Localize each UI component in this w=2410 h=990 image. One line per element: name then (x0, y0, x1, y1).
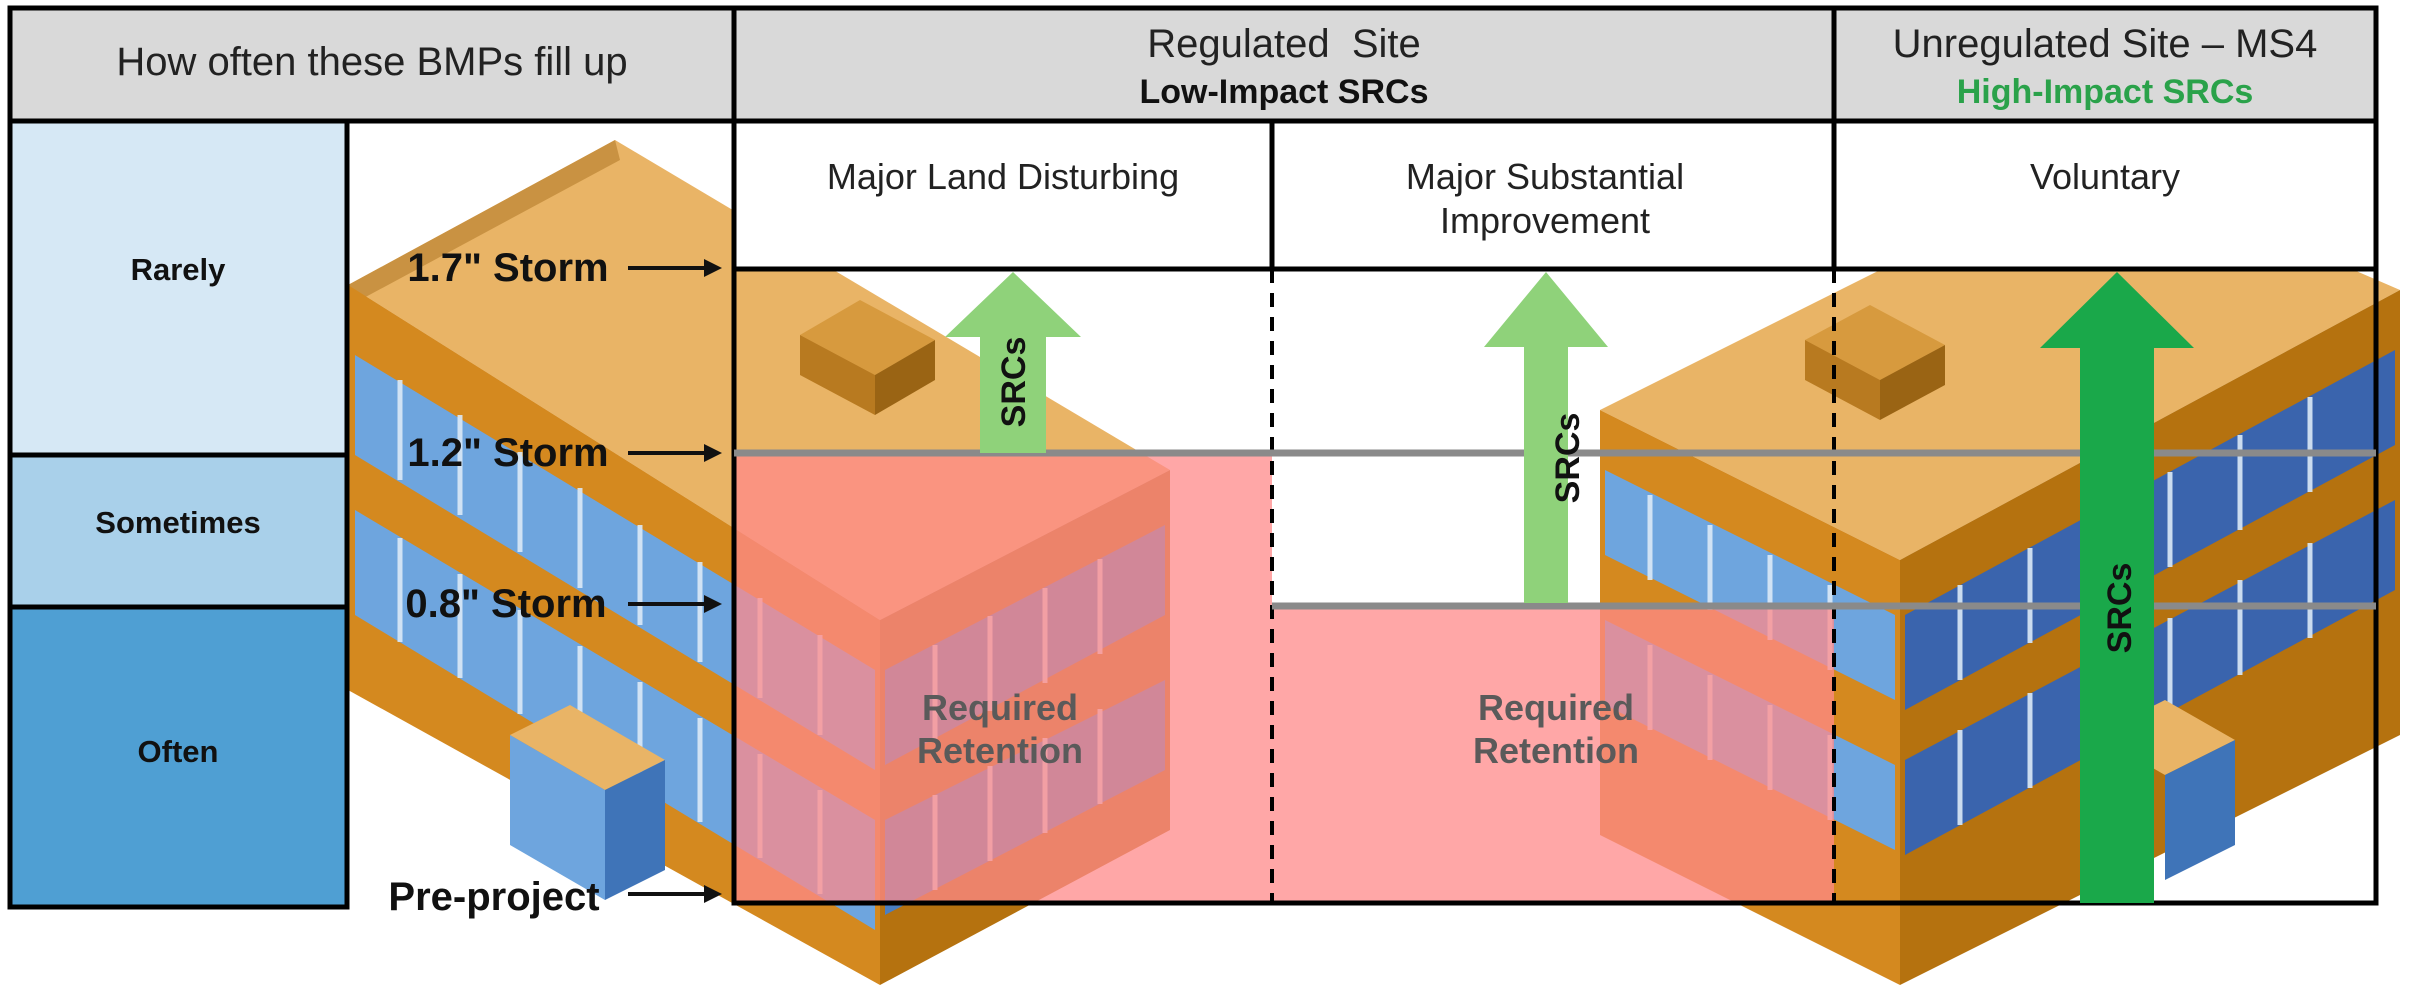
storm-label-pre-project: Pre-project (388, 875, 722, 919)
header-unregulated-title: Unregulated Site – MS4 (1893, 22, 2318, 66)
frequency-sometimes-label: Sometimes (95, 505, 260, 540)
svg-text:Pre-project: Pre-project (388, 875, 599, 919)
srcs-arrow-3-label: SRCs (2101, 563, 2139, 654)
header-unregulated-subtitle: High-Impact SRCs (1957, 73, 2254, 111)
srcs-arrow-1-label: SRCs (995, 337, 1033, 428)
frequency-often-label: Often (138, 734, 219, 769)
header-unregulated-cell (1831, 5, 2379, 124)
header-regulated-subtitle: Low-Impact SRCs (1139, 73, 1428, 111)
frequency-rarely-label: Rarely (131, 252, 227, 287)
svg-text:0.8" Storm: 0.8" Storm (405, 582, 606, 626)
srcs-arrow-3 (2040, 272, 2194, 903)
svg-text:1.2" Storm: 1.2" Storm (407, 431, 608, 475)
header-regulated-title: Regulated Site (1147, 22, 1421, 66)
header-regulated-cell (731, 5, 1837, 124)
srcs-arrow-2 (1484, 272, 1608, 603)
column-label-voluntary: Voluntary (2030, 156, 2180, 197)
required-retention-1-line1: Required (922, 687, 1078, 728)
column-header-major-substantial-improvement (1269, 118, 1837, 272)
header-left-title: How often these BMPs fill up (116, 40, 627, 84)
storm-label-0-8: 0.8" Storm (405, 582, 722, 626)
frequency-rarely-cell (7, 118, 350, 458)
srcs-arrow-1 (945, 272, 1081, 453)
required-retention-area-1 (734, 453, 1272, 903)
storm-label-1-7: 1.7" Storm (407, 246, 722, 290)
required-retention-1-line2: Retention (917, 730, 1083, 771)
srcs-arrow-2-label: SRCs (1549, 413, 1587, 504)
column-label-major-substantial-line1: Major Substantial (1406, 156, 1684, 197)
svg-text:1.7" Storm: 1.7" Storm (407, 246, 608, 290)
required-retention-area-2 (1272, 606, 1834, 903)
column-label-major-land-disturbing: Major Land Disturbing (827, 156, 1179, 197)
required-retention-2-line1: Required (1478, 687, 1634, 728)
required-retention-2-line2: Retention (1473, 730, 1639, 771)
frequency-sometimes-cell (7, 452, 350, 610)
frequency-often-cell (7, 604, 350, 910)
column-label-major-substantial-line2: Improvement (1440, 200, 1650, 241)
main-grid-outline (731, 266, 2379, 906)
storm-label-1-2: 1.2" Storm (407, 431, 722, 475)
